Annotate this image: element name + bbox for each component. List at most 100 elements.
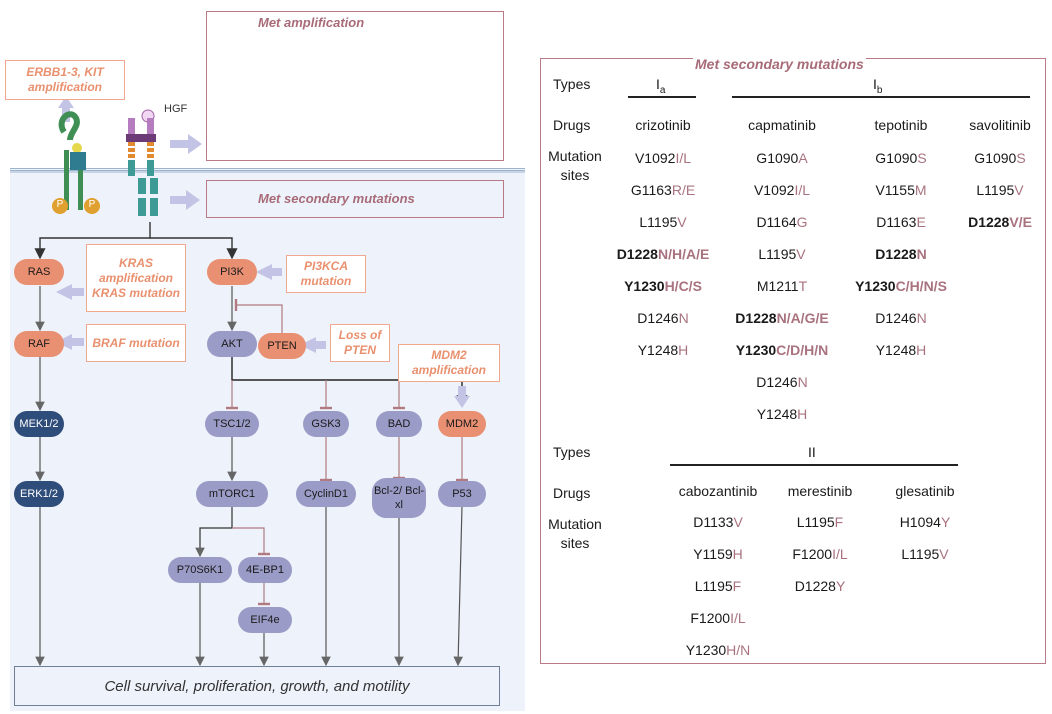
type-subscript: b: [876, 84, 883, 96]
kras-callout: KRAS amplification KRAS mutation: [86, 244, 186, 312]
mutation-site: Y1230C/H/N/S: [855, 278, 947, 294]
type-ia: Ia: [656, 76, 665, 96]
node-akt: AKT: [207, 331, 257, 357]
outcome-box: Cell survival, proliferation, growth, an…: [14, 666, 500, 706]
mutation-position: D1164: [756, 214, 797, 230]
mutation-substitution: V: [796, 246, 806, 262]
node-raf: RAF: [14, 331, 64, 357]
mutation-position: F1200: [690, 610, 731, 626]
types-label: Types: [553, 76, 591, 92]
mutation-site: D1228V/E: [968, 214, 1032, 230]
mutation-position: L1195: [976, 182, 1015, 198]
mutation-substitution: N/A/G/E: [776, 310, 829, 326]
mutation-position: G1090: [974, 150, 1017, 166]
mutation-substitution: S: [1016, 150, 1026, 166]
node-gsk3: GSK3: [303, 411, 349, 437]
mutation-position: M1211: [756, 278, 799, 294]
met-receptor: [126, 109, 158, 216]
mutation-position: D1246: [756, 374, 798, 390]
mutation-substitution: V: [939, 546, 949, 562]
mutation-site: Y1159H: [693, 546, 743, 562]
mutation-site: L1195V: [901, 546, 948, 562]
drug-name: savolitinib: [969, 117, 1031, 133]
drug-name: tepotinib: [874, 117, 928, 133]
mutation-site: D1133V: [693, 514, 743, 530]
mutation-site: L1195F: [797, 514, 843, 530]
mutation-position: G1090: [875, 150, 918, 166]
mutation-position: D1163: [876, 214, 917, 230]
mutation-substitution: N: [797, 374, 808, 390]
mutation-site: L1195F: [695, 578, 741, 594]
mutation-site: L1195V: [758, 246, 805, 262]
mutation-position: H1094: [899, 514, 941, 530]
mutation-substitution: H: [678, 342, 689, 358]
mutation-substitution: I/L: [794, 182, 811, 198]
mutation-position: D1228: [616, 246, 658, 262]
mutation-site: V1092I/L: [754, 182, 810, 198]
mutation-substitution: N/H/A/E: [657, 246, 710, 262]
type-ib-text: Ib: [873, 76, 883, 96]
mutation-substitution: S: [917, 150, 927, 166]
node-tsc: TSC1/2: [205, 411, 259, 437]
node-bad: BAD: [376, 411, 422, 437]
mutation-substitution: V: [733, 514, 743, 530]
mutation-substitution: V: [677, 214, 687, 230]
erbb-callout: ERBB1-3, KIT amplification: [5, 60, 125, 100]
drug-name: merestinib: [787, 483, 853, 499]
node-ras: RAS: [14, 259, 64, 285]
type-ib: Ib: [873, 76, 882, 96]
mutation-site: D1228Y: [795, 578, 846, 594]
mutation-site: G1090A: [756, 150, 807, 166]
mutation-site: D1164G: [756, 214, 807, 230]
mutation-position: D1228: [875, 246, 917, 262]
mutation-substitution: C/D/H/N: [776, 342, 829, 358]
node-erk: ERK1/2: [14, 481, 64, 507]
mutation-substitution: I/L: [675, 150, 692, 166]
met-amplification-title: Met amplification: [258, 15, 365, 30]
mutation-substitution: V/E: [1009, 214, 1032, 230]
type-ii-rule: [670, 464, 958, 466]
mutation-substitution: T: [798, 278, 808, 294]
mutation-substitution: E: [916, 214, 926, 230]
node-p70s6k1: P70S6K1: [168, 557, 232, 583]
mutation-substitution: M: [914, 182, 927, 198]
drugs-label: Drugs: [553, 117, 591, 133]
mutation-substitution: I/L: [730, 610, 746, 626]
mutation-site: D1228N/A/G/E: [735, 310, 828, 326]
mutation-position: L1195: [694, 578, 733, 594]
mutation-substitution: N: [916, 246, 927, 262]
mutation-site: M1211T: [757, 278, 807, 294]
met-secondary-title: Met secondary mutations: [258, 191, 415, 206]
pi3kca-callout: PI3KCA mutation: [286, 255, 366, 293]
mutation-site: D1228N/H/A/E: [617, 246, 710, 262]
mutation-position: Y1230: [855, 278, 896, 294]
mutation-substitution: H: [797, 406, 808, 422]
mutation-position: F1200: [792, 546, 833, 562]
mutation-substitution: N: [678, 310, 689, 326]
mutation-site: L1195V: [976, 182, 1023, 198]
mutation-position: D1246: [875, 310, 917, 326]
mutation-site: H1094Y: [900, 514, 951, 530]
mutation-site: G1090S: [875, 150, 926, 166]
mutation-substitution: H/N: [726, 642, 751, 658]
mutation-position: V1092: [753, 182, 795, 198]
mutation-site: G1090S: [974, 150, 1025, 166]
met-amplification-box: [206, 11, 504, 161]
drugs-label-2: Drugs: [553, 485, 591, 501]
types-label-2: Types: [553, 444, 591, 460]
mutation-site: G1163R/E: [631, 182, 695, 198]
mutation-site: Y1230C/D/H/N: [736, 342, 829, 358]
drug-name: glesatinib: [895, 483, 955, 499]
mutation-site: F1200I/L: [792, 546, 847, 562]
mutation-position: V1092: [634, 150, 676, 166]
mutation-site: D1163E: [876, 214, 926, 230]
mutation-position: Y1230: [624, 278, 665, 294]
mutation-position: L1195: [901, 546, 940, 562]
phospho-badge: P: [56, 199, 64, 210]
mutation-site: V1155M: [875, 182, 926, 198]
mutation-site: V1092I/L: [635, 150, 691, 166]
mutation-site: Y1230H/N: [686, 642, 751, 658]
rtk-receptor: [52, 111, 100, 214]
mutation-site: Y1248H: [757, 406, 808, 422]
mutation-substitution: H: [916, 342, 927, 358]
